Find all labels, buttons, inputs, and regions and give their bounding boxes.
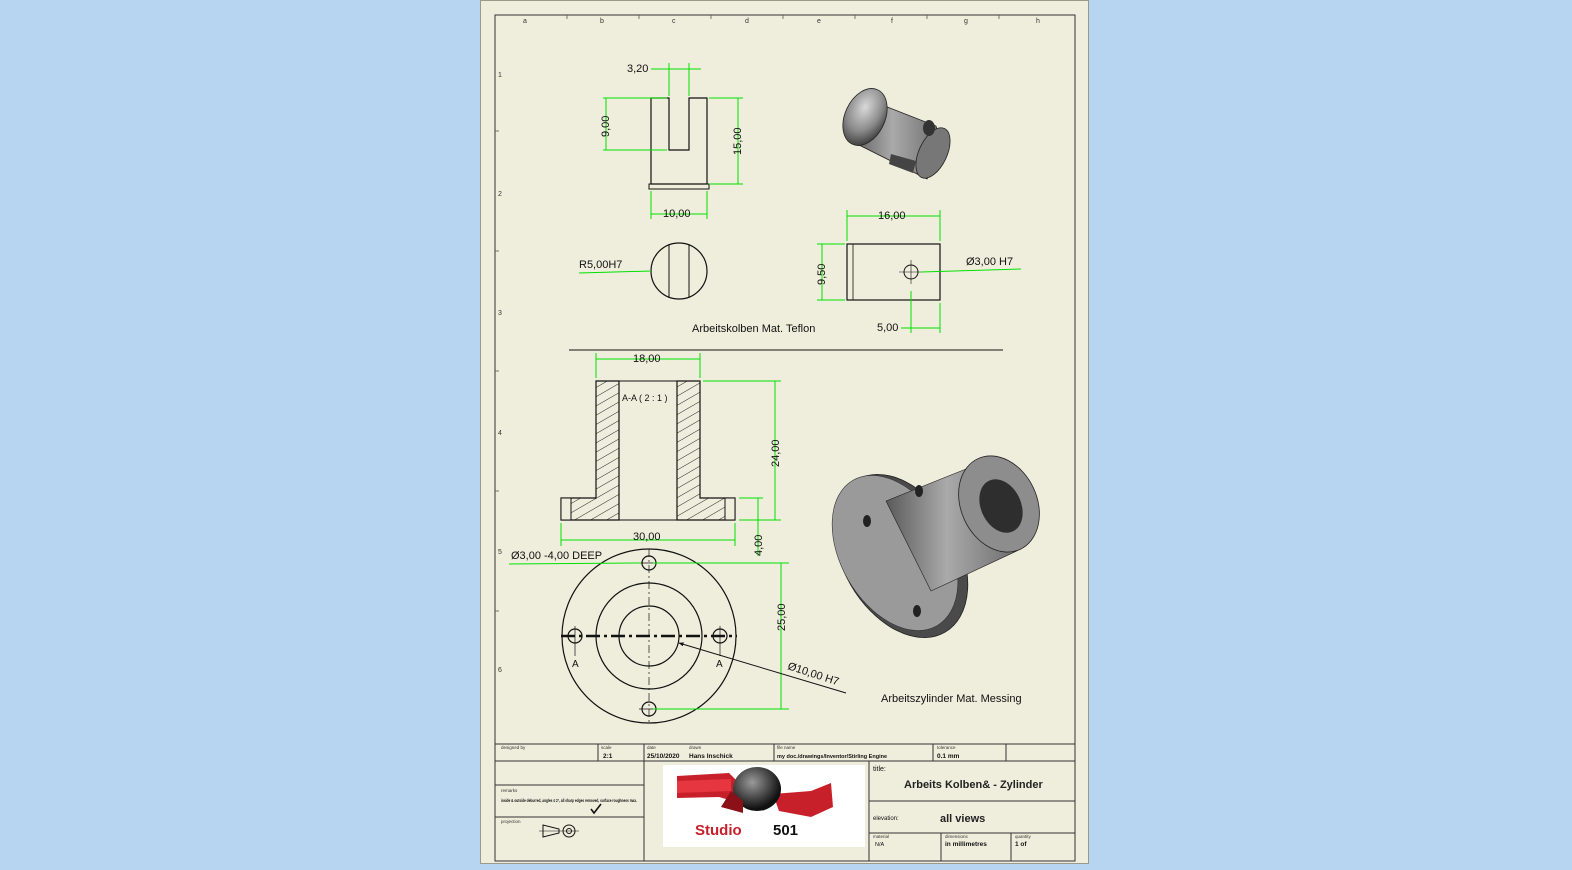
dim-flange-thk: 4,00 <box>753 535 765 556</box>
file-value: my doc./drawings/Inventor/Stirling Engin… <box>777 754 887 760</box>
dim-kolben-length: 16,00 <box>878 210 906 222</box>
col-label: d <box>745 18 749 25</box>
designed-by-label: designed by <box>501 745 526 750</box>
title-block <box>495 743 1075 861</box>
dim-slot-width: 3,20 <box>627 63 648 75</box>
scale-label: scale <box>601 745 612 750</box>
row-label: 4 <box>498 430 502 437</box>
tolerance-value: 0.1 mm <box>937 753 960 760</box>
dim-kolben-hole-pos: 5,00 <box>877 322 898 334</box>
dim-bore: 18,00 <box>633 353 661 365</box>
dimensions-value: in millimetres <box>945 841 987 848</box>
file-label: file name <box>777 745 796 750</box>
quantity-label: quantity <box>1015 834 1032 839</box>
kolben-front-view <box>648 97 710 190</box>
section-label: A-A ( 2 : 1 ) <box>622 393 668 403</box>
drawn-value: Hans Inschick <box>689 753 733 760</box>
zylinder-caption: Arbeitszylinder Mat. Messing <box>881 693 1022 705</box>
dimensions-label: dimensions <box>945 834 969 839</box>
projection-label: projection <box>501 819 521 824</box>
dim-holes: Ø3,00 -4,00 DEEP <box>511 550 602 562</box>
col-label: e <box>817 18 821 25</box>
dim-kolben-height: 15,00 <box>732 127 744 155</box>
col-label: b <box>600 18 604 25</box>
col-label: f <box>891 18 893 25</box>
dim-radius: R5,00H7 <box>579 259 622 271</box>
check-icon <box>590 803 602 815</box>
drawn-label: drawn <box>689 745 702 750</box>
zone-ticks <box>495 15 1000 612</box>
row-label: 2 <box>498 191 502 198</box>
row-label: 6 <box>498 667 502 674</box>
kolben-side-view <box>846 243 941 301</box>
zylinder-iso-view <box>831 455 1040 638</box>
col-label: a <box>523 18 527 25</box>
drawing-sheet: a b c d e f g h 1 2 3 4 5 6 3,20 9,00 15… <box>480 0 1089 864</box>
elevation-label: elevation: <box>873 816 899 822</box>
cut-label-right: A <box>716 659 723 670</box>
zylinder-section-dims <box>560 353 781 556</box>
dim-flange-dia: 30,00 <box>633 531 661 543</box>
dim-slot-depth: 9,00 <box>600 116 612 137</box>
logo-text-501: 501 <box>773 822 798 839</box>
quantity-value: 1 of <box>1015 841 1027 848</box>
zylinder-top-dims <box>508 562 789 710</box>
date-value: 25/10/2020 <box>647 753 680 760</box>
remarks-label: remarks <box>501 788 518 793</box>
cut-label-left: A <box>572 659 579 670</box>
dim-kolben-side-height: 9,50 <box>816 264 828 285</box>
kolben-top-view <box>650 242 708 300</box>
logo-text-studio: Studio <box>695 822 742 839</box>
kolben-caption: Arbeitskolben Mat. Teflon <box>692 323 815 335</box>
material-label: material <box>873 834 889 839</box>
dim-inner-dia: Ø10,00 H7 <box>786 660 840 688</box>
kolben-front-dims <box>603 63 743 219</box>
col-label: c <box>672 18 676 25</box>
row-label: 5 <box>498 549 502 556</box>
projection-symbol-icon <box>539 824 579 838</box>
dim-kolben-width: 10,00 <box>663 208 691 220</box>
kolben-iso-view <box>842 88 951 180</box>
title-value: Arbeits Kolben& - Zylinder <box>904 779 1043 791</box>
zylinder-section-view <box>560 380 736 521</box>
col-label: h <box>1036 18 1040 25</box>
title-label: title: <box>873 766 886 773</box>
dim-kolben-hole: Ø3,00 H7 <box>966 256 1013 268</box>
scale-value: 2:1 <box>603 753 613 760</box>
kolben-side-dims <box>817 210 1022 333</box>
remarks-text: inside & outside deburred, angles ≤ 2°, … <box>501 798 637 803</box>
zylinder-top-view <box>561 548 737 724</box>
tolerance-label: tolerance <box>937 745 956 750</box>
dim-bolt-circle: 25,00 <box>776 603 788 631</box>
elevation-value: all views <box>940 813 985 825</box>
material-value: N/A <box>875 842 885 848</box>
col-label: g <box>964 18 968 25</box>
date-label: date <box>647 745 656 750</box>
studio-logo: Studio 501 <box>663 765 865 847</box>
row-label: 1 <box>498 72 502 79</box>
row-label: 3 <box>498 310 502 317</box>
dim-zylinder-height: 24,00 <box>770 439 782 467</box>
